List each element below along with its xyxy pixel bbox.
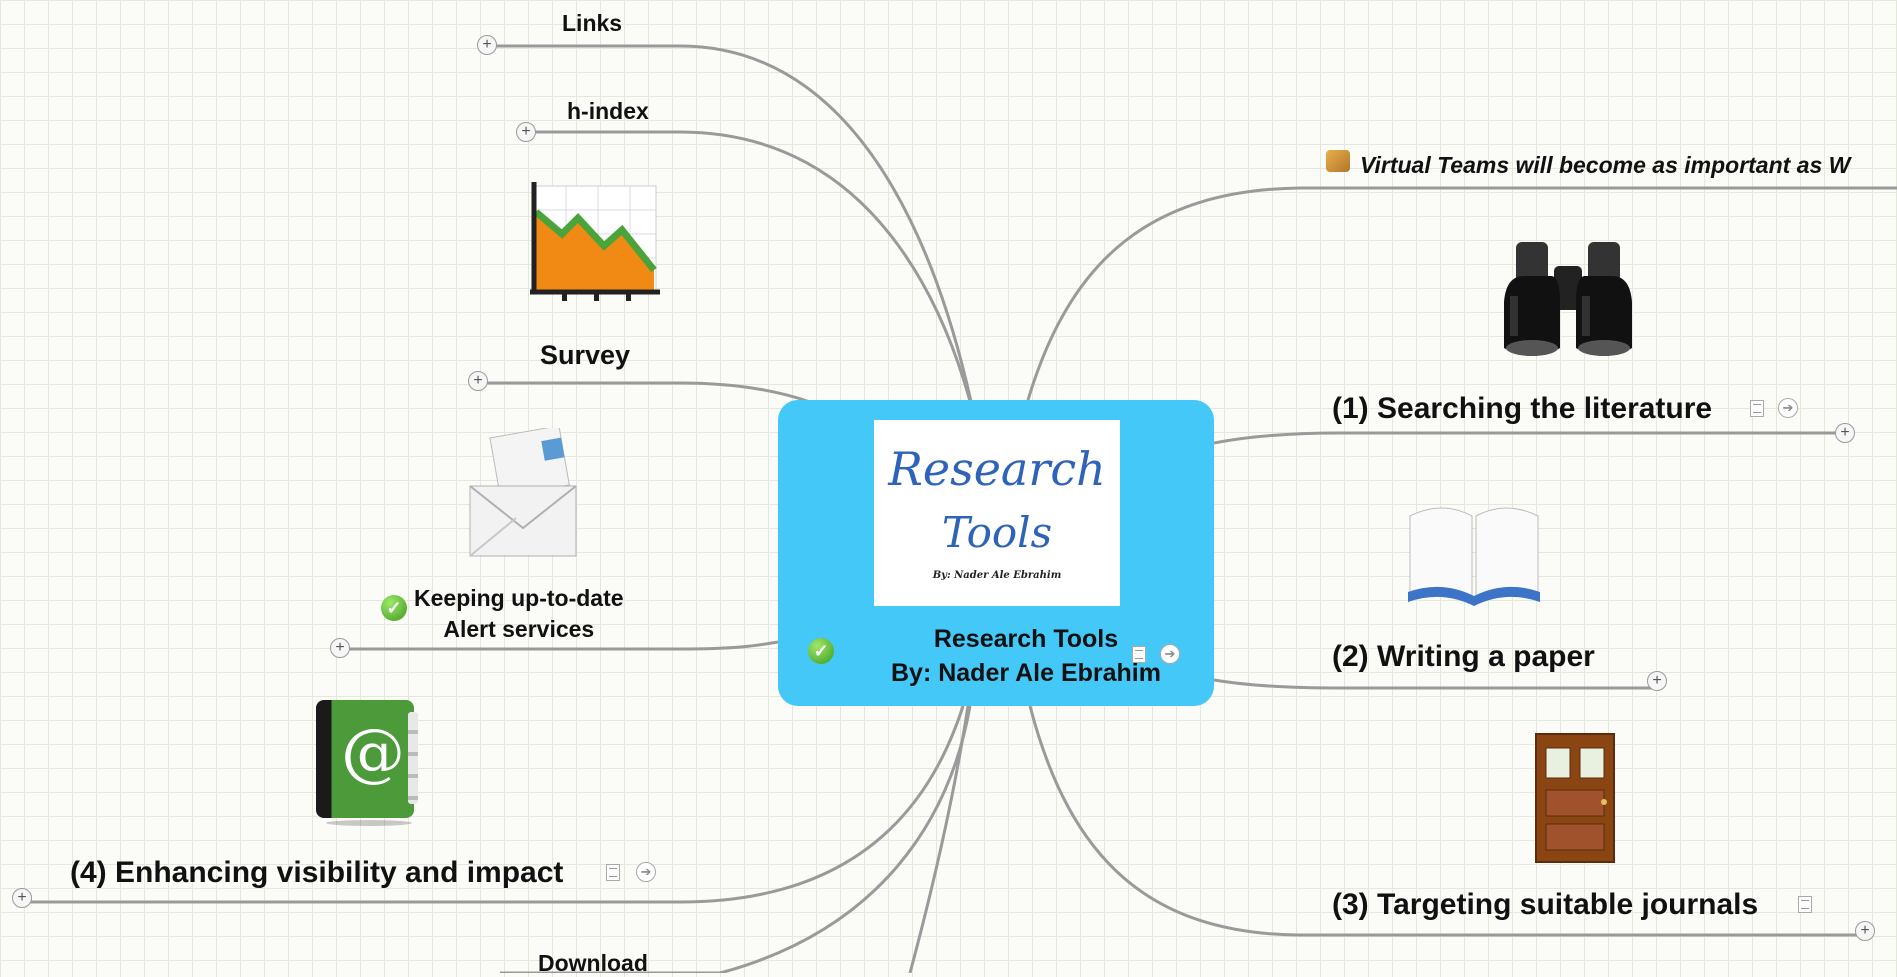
central-topic-image: Research Tools By: Nader Ale Ebrahim — [874, 420, 1120, 606]
searching-note-icon[interactable] — [1750, 400, 1764, 417]
handshake-icon — [1326, 150, 1350, 172]
connector-download — [500, 705, 972, 973]
expand-enhancing-button[interactable]: + — [12, 888, 32, 908]
central-image-line1: Research — [888, 442, 1106, 496]
central-link-arrow-icon[interactable]: ➔ — [1160, 644, 1180, 664]
envelope-icon — [469, 428, 577, 557]
topic-writing-paper[interactable]: (2) Writing a paper — [1332, 640, 1595, 673]
central-image-byline: By: Nader Ale Ebrahim — [932, 570, 1062, 581]
topic-h-index[interactable]: h-index — [567, 98, 649, 124]
keeping-line1: Keeping up-to-date — [414, 585, 624, 611]
topic-survey[interactable]: Survey — [540, 340, 631, 370]
connector-writing — [1213, 678, 1657, 690]
searching-link-arrow-icon[interactable]: ➔ — [1778, 398, 1798, 418]
topic-download[interactable]: Download — [538, 950, 648, 976]
topic-links[interactable]: Links — [562, 10, 623, 36]
central-title-line2: By: Nader Ale Ebrahim — [891, 659, 1161, 687]
topic-searching-literature[interactable]: (1) Searching the literature — [1332, 392, 1713, 425]
connector-links — [487, 44, 977, 421]
address-book-icon: @ — [310, 698, 420, 828]
connector-searching — [1213, 431, 1845, 445]
expand-links-button[interactable]: + — [477, 35, 497, 55]
at-symbol: @ — [341, 716, 405, 790]
central-note-icon[interactable] — [1132, 646, 1146, 663]
expand-keeping-button[interactable]: + — [330, 638, 350, 658]
survey-chart-icon — [530, 182, 660, 301]
connector-targeting — [1028, 705, 1865, 937]
done-check-icon: ✓ — [381, 595, 407, 621]
connector-virtual-teams — [1026, 186, 1897, 401]
topic-enhancing-visibility[interactable]: (4) Enhancing visibility and impact — [70, 856, 564, 889]
door-icon — [1535, 733, 1615, 863]
expand-writing-button[interactable]: + — [1647, 671, 1667, 691]
connector-enhancing — [22, 699, 967, 904]
connector-h-index — [526, 130, 977, 421]
expand-searching-button[interactable]: + — [1835, 423, 1855, 443]
connector-survey — [479, 381, 811, 404]
open-book-icon — [1408, 507, 1540, 606]
topic-virtual-teams[interactable]: Virtual Teams will become as important a… — [1360, 152, 1851, 178]
central-check-icon: ✓ — [808, 638, 834, 664]
targeting-note-icon[interactable] — [1798, 896, 1812, 913]
link-arrow-icon[interactable]: ➔ — [636, 862, 656, 882]
central-title-line1: Research Tools — [933, 625, 1119, 653]
expand-targeting-button[interactable]: + — [1855, 921, 1875, 941]
expand-survey-button[interactable]: + — [468, 371, 488, 391]
connector-keeping — [340, 640, 779, 651]
connector-bottom — [908, 705, 970, 973]
binoculars-icon — [1504, 242, 1632, 356]
central-topic-title: Research Tools By: Nader Ale Ebrahim — [838, 622, 1214, 690]
expand-h-index-button[interactable]: + — [516, 122, 536, 142]
topic-keeping-up-to-date[interactable]: Keeping up-to-date Alert services — [414, 583, 624, 645]
central-topic[interactable]: Research Tools By: Nader Ale Ebrahim ✓ R… — [778, 400, 1214, 706]
topic-targeting-journals[interactable]: (3) Targeting suitable journals — [1332, 888, 1759, 921]
note-icon[interactable] — [606, 864, 620, 881]
central-image-line2: Tools — [941, 508, 1053, 557]
keeping-line2: Alert services — [443, 616, 595, 642]
